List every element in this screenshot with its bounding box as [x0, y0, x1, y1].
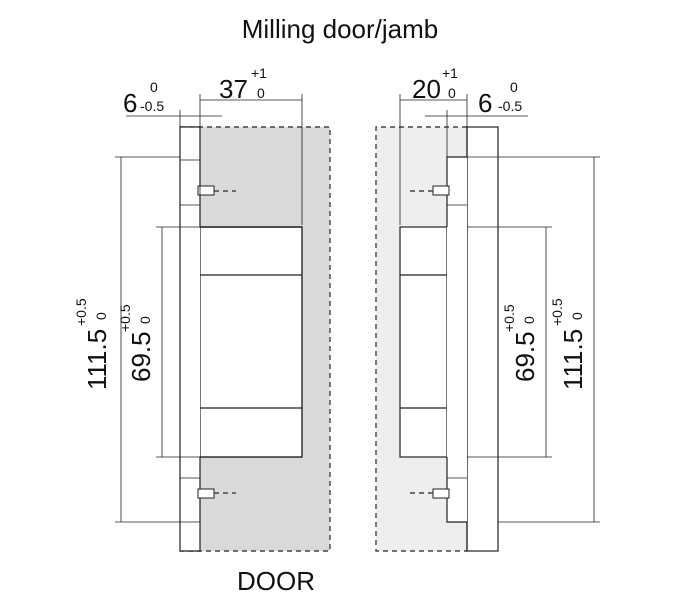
jamb-face-plate [466, 126, 499, 552]
door-offset-label: 6 0 -0.5 [123, 79, 164, 118]
svg-text:6: 6 [478, 88, 492, 118]
jamb-width-label: 20 +1 0 [412, 65, 458, 104]
door-drawing [179, 126, 331, 552]
door-center-cutout [199, 226, 303, 458]
jamb-drawing [375, 126, 499, 552]
jamb-dimensions [399, 94, 600, 523]
svg-text:+0.5: +0.5 [549, 298, 565, 326]
svg-text:0: 0 [521, 316, 537, 324]
svg-text:0: 0 [448, 85, 456, 101]
door-inner-height-label: 69.5 +0.5 0 [117, 304, 156, 382]
door-bottom-screw-icon [180, 477, 236, 523]
svg-text:0: 0 [137, 316, 153, 324]
svg-text:0: 0 [510, 79, 518, 95]
svg-text:111.5: 111.5 [82, 329, 112, 390]
jamb-pocket [399, 226, 448, 458]
jamb-inner-height-label: 69.5 +0.5 0 [501, 304, 540, 382]
svg-text:20: 20 [412, 74, 441, 104]
svg-text:+0.5: +0.5 [117, 304, 133, 332]
svg-text:69.5: 69.5 [126, 331, 156, 382]
svg-text:0: 0 [257, 85, 265, 101]
door-width-label: 37 +1 0 [219, 65, 267, 104]
door-outer-height-label: 111.5 +0.5 0 [73, 298, 112, 390]
door-dimensions [115, 94, 303, 523]
svg-text:6: 6 [123, 88, 137, 118]
svg-text:-0.5: -0.5 [498, 98, 522, 114]
diagram-title: Milling door/jamb [242, 14, 439, 44]
svg-text:37: 37 [219, 74, 248, 104]
door-dashed-outline [180, 126, 331, 552]
svg-text:111.5: 111.5 [558, 329, 588, 390]
jamb-outer-height-label: 111.5 +0.5 0 [549, 298, 588, 390]
svg-text:+0.5: +0.5 [73, 298, 89, 326]
door-caption: DOOR [237, 566, 315, 596]
svg-text:+1: +1 [251, 65, 267, 81]
jamb-offset-label: 6 0 -0.5 [478, 79, 522, 118]
svg-text:+1: +1 [442, 65, 458, 81]
svg-text:-0.5: -0.5 [140, 98, 164, 114]
svg-text:0: 0 [93, 312, 109, 320]
svg-text:0: 0 [150, 79, 158, 95]
jamb-top-screw-icon [410, 185, 467, 206]
door-top-screw-icon [180, 159, 236, 206]
door-hinge-plate [180, 127, 200, 551]
svg-text:0: 0 [569, 312, 585, 320]
svg-text:69.5: 69.5 [510, 331, 540, 382]
jamb-dashed-outline [375, 126, 467, 552]
svg-text:+0.5: +0.5 [501, 304, 517, 332]
jamb-bottom-screw-icon [410, 477, 467, 499]
